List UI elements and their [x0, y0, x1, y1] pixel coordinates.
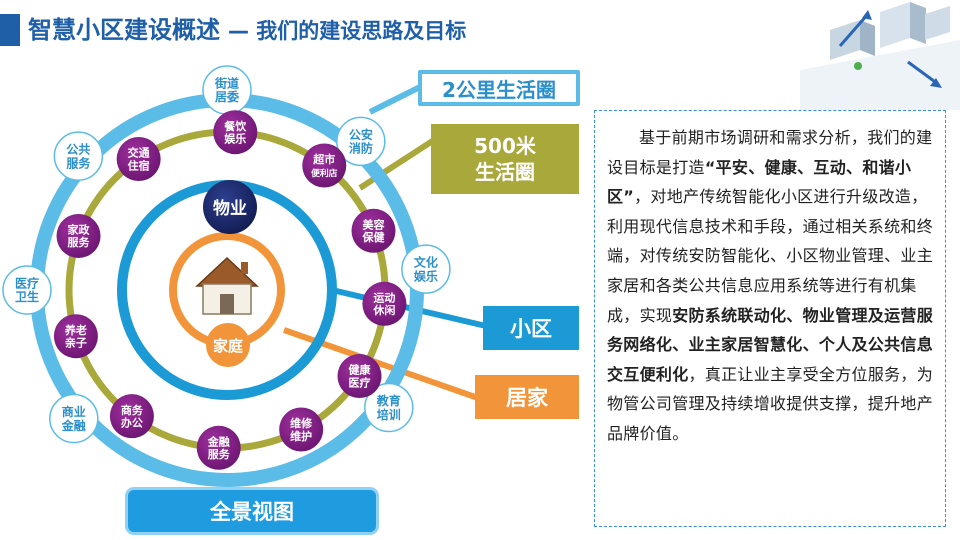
middle-node-label: 商务: [121, 403, 144, 417]
page-title: 智慧小区建设概述 — 我们的建设思路及目标: [28, 14, 466, 47]
middle-node: [53, 314, 98, 359]
middle-node-label: 维护: [290, 429, 312, 443]
outer-node: [53, 131, 104, 181]
panorama-view-label: 全景视图: [128, 490, 376, 532]
middle-node: [337, 354, 382, 399]
middle-node: [116, 137, 161, 182]
outer-node-label: 公共: [66, 142, 90, 157]
connector-xiaoqu: [331, 287, 487, 329]
info-segment: ，真正让业主享受全方位服务，为物管公司管理及持续增收提供支撑，提升地产品牌价值。: [607, 364, 934, 443]
outer-node-label: 金融: [61, 418, 86, 433]
outer-node-label: 服务: [66, 155, 91, 170]
outer-node-label: 卫生: [15, 289, 39, 304]
middle-node-label: 便利店: [311, 167, 338, 179]
outer-node: [364, 382, 414, 433]
outer-node-label: 公安: [349, 127, 373, 142]
middle-node: [213, 110, 258, 155]
outer-node-label: 医疗: [15, 275, 39, 290]
middle-node-label: 医疗: [349, 375, 371, 389]
middle-node-label: 餐饮: [223, 119, 247, 133]
middle-node: [56, 213, 101, 258]
info-segment: 基于前期市场调研和需求分析，我们的建设目标是打造: [607, 128, 933, 177]
wuye-label: 物业: [213, 198, 247, 219]
page-title-sub: — 我们的建设思路及目标: [228, 19, 467, 43]
outer-node-label: 街道: [214, 75, 239, 90]
jiating-node: [206, 323, 250, 367]
connector-2km: [368, 83, 424, 115]
middle-node: [196, 425, 241, 470]
middle-node-label: 健康: [349, 363, 372, 377]
outer-node: [336, 116, 386, 167]
outer-node-label: 消防: [349, 141, 373, 156]
two-km-circle-label: 2公里生活圈: [418, 70, 580, 106]
middle-node-label: 娱乐: [224, 132, 246, 146]
middle-node-label: 美容: [362, 217, 384, 231]
wuye-node: [203, 180, 257, 234]
middle-node: [302, 143, 347, 188]
xiaoqu-label: 小区: [483, 306, 579, 350]
page-title-main: 智慧小区建设概述: [28, 16, 220, 44]
jiating-label: 家庭: [213, 337, 244, 355]
middle-node-label: 金融: [207, 434, 230, 448]
outer-node-label: 教育: [376, 393, 401, 408]
five-hundred-m-circle-label: 500米生活圈: [431, 124, 579, 194]
middle-node-label: 养老: [64, 323, 87, 337]
middle-node: [351, 208, 396, 253]
middle-node-label: 家政: [68, 223, 91, 237]
middle-node: [279, 407, 324, 452]
middle-node-label: 维修: [290, 416, 313, 430]
outer-node-label: 文化: [414, 255, 438, 270]
middle-node: [109, 394, 154, 439]
info-segment: “平安、健康、互动、和谐小区”: [607, 157, 912, 207]
jujia-label: 居家: [475, 375, 579, 419]
middle-node: [362, 281, 407, 326]
info-segment: ，对地产传统智能化小区进行升级改造，利用现代信息技术和手段，通过相关系统和终端，…: [607, 187, 934, 325]
middle-node-label: 服务: [68, 235, 91, 249]
outer-node-label: 娱乐: [414, 268, 438, 283]
info-segment: 安防系统联动化、物业管理及运营服务网络化、业主家居智慧化、个人及公共信息交互便利…: [607, 305, 934, 384]
title-bar: 智慧小区建设概述 — 我们的建设思路及目标: [0, 10, 620, 50]
middle-node-label: 运动: [373, 290, 395, 304]
middle-node-label: 休闲: [372, 303, 395, 317]
outer-node-label: 居委: [215, 89, 240, 104]
outer-node: [401, 244, 451, 294]
outer-node-label: 商业: [62, 404, 86, 419]
title-accent-bar: [0, 14, 20, 46]
middle-node-label: 交通: [128, 146, 150, 160]
city-buildings-image: [800, 2, 960, 110]
five-hundred-m-line2: 生活圈: [475, 160, 535, 184]
connector-500m: [358, 137, 436, 191]
middle-node-label: 服务: [208, 447, 231, 461]
info-box: 基于前期市场调研和需求分析，我们的建设目标是打造“平安、健康、互动、和谐小区”，…: [594, 110, 946, 527]
outer-node: [2, 265, 52, 315]
middle-node-label: 办公: [121, 415, 143, 429]
five-hundred-m-line1: 500米: [474, 134, 536, 158]
middle-node-label: 超市: [312, 152, 335, 166]
outer-node: [49, 393, 99, 444]
middle-node-label: 亲子: [65, 335, 87, 349]
house-icon: [195, 256, 259, 315]
middle-node-label: 保健: [361, 230, 385, 244]
outer-node-label: 培训: [377, 407, 401, 422]
middle-node-label: 住宿: [128, 158, 150, 172]
info-paragraph: 基于前期市场调研和需求分析，我们的建设目标是打造“平安、健康、互动、和谐小区”，…: [607, 123, 935, 449]
